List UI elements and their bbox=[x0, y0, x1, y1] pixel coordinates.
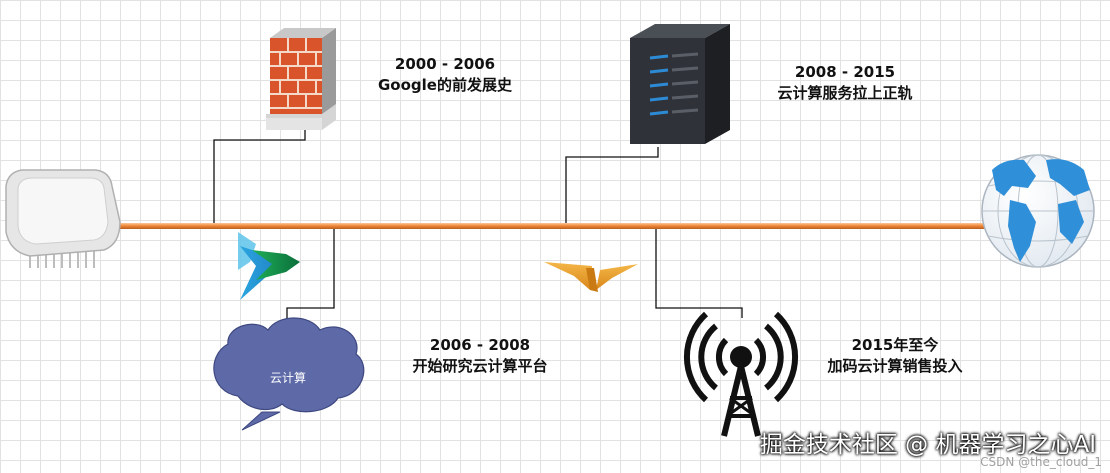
milestone-desc: 加码云计算销售投入 bbox=[827, 357, 963, 375]
milestone-desc: 开始研究云计算平台 bbox=[412, 357, 548, 375]
milestone-period: 2015年至今 bbox=[851, 336, 939, 354]
router-icon bbox=[5, 169, 121, 268]
milestone-label-2015: 2015年至今 加码云计算销售投入 bbox=[800, 335, 990, 377]
milestone-label-2006: 2006 - 2008 开始研究云计算平台 bbox=[400, 335, 560, 377]
watermark-main: 掘金技术社区 @ 机器学习之心AI bbox=[759, 432, 1096, 458]
milestone-label-2000: 2000 - 2006 Google的前发展史 bbox=[360, 54, 530, 96]
bird-icon bbox=[544, 262, 638, 292]
milestone-period: 2008 - 2015 bbox=[794, 63, 896, 81]
connector-2015 bbox=[655, 228, 743, 318]
milestone-period: 2000 - 2006 bbox=[394, 55, 496, 73]
connector-2008 bbox=[565, 147, 659, 223]
cloud-label: 云计算 bbox=[269, 371, 306, 385]
timeline-bar bbox=[112, 223, 990, 229]
watermark-sub: CSDN @the_cloud_1 bbox=[980, 455, 1102, 469]
firewall-icon bbox=[266, 28, 336, 130]
milestone-desc: Google的前发展史 bbox=[378, 76, 512, 94]
globe-icon bbox=[981, 154, 1095, 268]
milestone-label-2008: 2008 - 2015 云计算服务拉上正轨 bbox=[770, 62, 920, 104]
server-icon bbox=[630, 24, 730, 144]
connectors bbox=[213, 125, 743, 322]
connector-2006 bbox=[286, 228, 335, 322]
connector-2000 bbox=[213, 125, 306, 226]
cloud-icon bbox=[213, 317, 365, 431]
milestone-period: 2006 - 2008 bbox=[429, 336, 531, 354]
arrow-icon bbox=[238, 232, 300, 300]
antenna-icon bbox=[683, 311, 799, 437]
milestone-desc: 云计算服务拉上正轨 bbox=[777, 84, 913, 102]
